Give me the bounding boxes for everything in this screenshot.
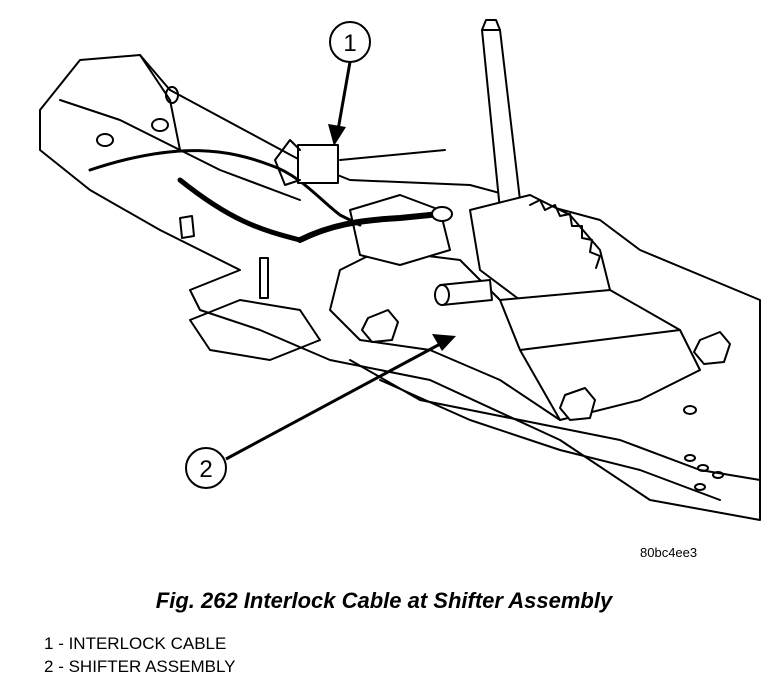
cable-clip [274, 139, 301, 186]
interlock-cable-sheath [297, 211, 443, 243]
legend-item-interlock-cable: 1 - INTERLOCK CABLE [44, 632, 235, 655]
cable-connector [297, 144, 339, 184]
callout-2-leader [225, 341, 443, 461]
floor-panel [39, 54, 761, 521]
legend-number: 1 [44, 634, 54, 653]
shifter-lever-top [481, 19, 501, 31]
cable-core [339, 149, 446, 161]
stud-small [179, 215, 195, 239]
mount-pad-left [189, 299, 321, 361]
pivot-end [434, 284, 450, 306]
legend-label: SHIFTER ASSEMBLY [68, 657, 236, 676]
floor-hole-3 [697, 464, 709, 472]
stud-left [259, 257, 269, 299]
detent-teeth [529, 199, 601, 269]
figure-reference-code: 80bc4ee3 [640, 545, 698, 560]
floor-hole-5 [694, 483, 706, 491]
nut-front-right [559, 387, 596, 421]
base-side [499, 299, 681, 421]
legend-number: 2 [44, 657, 54, 676]
callout-1-leader [336, 61, 352, 131]
callout-2-number: 2 [199, 456, 212, 483]
clip-1 [96, 133, 114, 147]
floor-contour-2 [379, 379, 721, 501]
nut-right [693, 331, 731, 365]
tunnel-ridge [59, 54, 301, 201]
clip-2 [151, 118, 169, 132]
callout-2-arrowhead [432, 334, 456, 351]
shifter-lever [481, 29, 521, 211]
floor-hole-4 [712, 471, 724, 479]
floor-hole-1 [683, 405, 697, 415]
legend-separator: - [53, 634, 69, 653]
callout-1-number: 1 [343, 30, 356, 57]
clip-3 [165, 86, 179, 104]
callout-1-circle [329, 21, 371, 63]
callout-2: 2 [185, 334, 456, 489]
callout-1: 1 [328, 21, 371, 146]
cable-bracket [349, 194, 451, 266]
figure-caption: Fig. 262 Interlock Cable at Shifter Asse… [155, 588, 613, 613]
floor-hole-2 [684, 454, 696, 462]
legend: 1 - INTERLOCK CABLE 2 - SHIFTER ASSEMBLY [44, 632, 235, 678]
nut-front-left [361, 309, 399, 343]
interlock-cable [88, 149, 362, 227]
callout-1-arrowhead [328, 124, 346, 146]
wiring-harness [177, 177, 303, 243]
shifter-assembly-illustration: 1 2 [39, 19, 761, 521]
cable-end-fitting [431, 206, 453, 222]
callout-2-circle [185, 447, 227, 489]
legend-label: INTERLOCK CABLE [68, 634, 227, 653]
legend-separator: - [53, 657, 69, 676]
legend-item-shifter-assembly: 2 - SHIFTER ASSEMBLY [44, 655, 235, 678]
